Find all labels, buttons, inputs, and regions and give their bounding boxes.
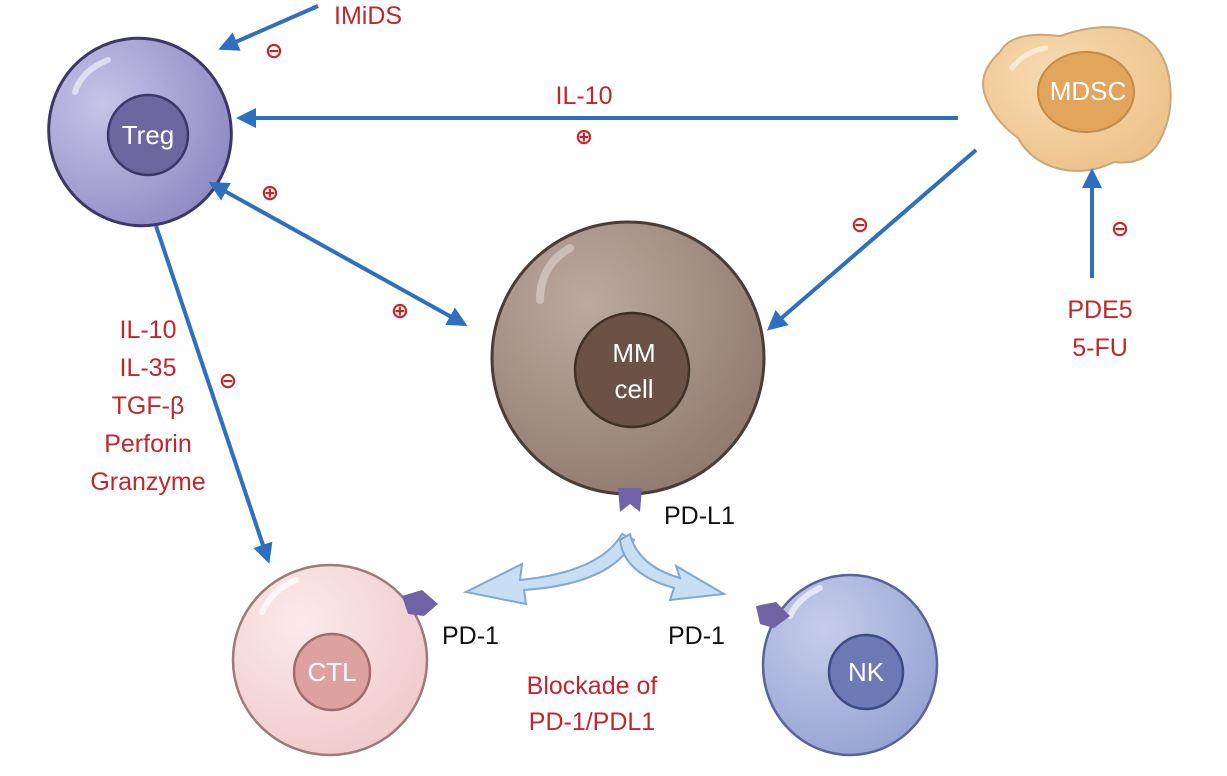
blockade-line: PD-1/PDL1 (529, 708, 655, 736)
mdsc-inhibitors-list: PDE5 5-FU (1067, 296, 1132, 362)
mdsc-cell: MDSC (982, 26, 1172, 172)
mdsc-inhibitor: PDE5 (1067, 296, 1132, 324)
curved-arrow-to-nk (618, 532, 728, 602)
plus-symbol-il10: ⊕ (575, 124, 593, 149)
treg-factor: Granzyme (90, 468, 205, 496)
ctl-pd1-receptor (402, 590, 438, 616)
treg-factor: IL-10 (120, 316, 177, 344)
plus-symbol-treg-upper: ⊕ (261, 180, 279, 205)
nk-label: NK (848, 657, 885, 687)
plus-symbol-treg-lower: ⊕ (391, 298, 409, 323)
mm-cell: MM cell (490, 220, 766, 512)
treg-factors-list: IL-10 IL-35 TGF-β Perforin Granzyme (90, 316, 205, 496)
imids-label: IMiDS (334, 2, 402, 30)
pd-l1-label: PD-L1 (664, 502, 735, 530)
pd1-right-label: PD-1 (668, 622, 725, 650)
ctl-cell: CTL (231, 563, 438, 757)
mm-label-line1: MM (612, 338, 655, 368)
pd-l1-curved-arrows (462, 532, 728, 606)
treg-factor: IL-35 (120, 354, 177, 382)
mm-label-line2: cell (614, 374, 653, 404)
minus-symbol-inhibitors: ⊖ (1111, 216, 1129, 241)
minus-symbol-imids: ⊖ (265, 38, 283, 63)
treg-factor: Perforin (104, 430, 192, 458)
blockade-label: Blockade of PD-1/PDL1 (527, 672, 658, 736)
arrow-treg-to-ctl (154, 225, 273, 564)
treg-cell: Treg (47, 36, 233, 228)
curved-arrow-to-ctl (462, 532, 636, 606)
arrows (154, 4, 1102, 564)
blockade-line: Blockade of (527, 672, 658, 700)
minus-symbol-treg-ctl: ⊖ (219, 368, 237, 393)
nk-cell: NK (756, 573, 939, 757)
treg-factor: TGF-β (112, 392, 185, 420)
pd-l1-receptor (618, 488, 642, 512)
ctl-label: CTL (307, 657, 356, 687)
il10-top-label: IL-10 (556, 82, 613, 110)
treg-label: Treg (122, 120, 175, 150)
pd1-left-label: PD-1 (442, 622, 499, 650)
arrow-imids-to-treg (218, 4, 319, 51)
minus-symbol-mdsc-mm: ⊖ (851, 212, 869, 237)
arrow-treg-mm-bidirectional (208, 182, 468, 326)
arrow-mdsc-to-mm (766, 148, 978, 331)
mdsc-label: MDSC (1050, 76, 1127, 106)
effect-symbols: ⊖ ⊕ ⊕ ⊕ ⊖ ⊖ ⊖ (219, 38, 1129, 393)
mdsc-inhibitor: 5-FU (1072, 334, 1128, 362)
nk-pd1-receptor (756, 602, 790, 628)
